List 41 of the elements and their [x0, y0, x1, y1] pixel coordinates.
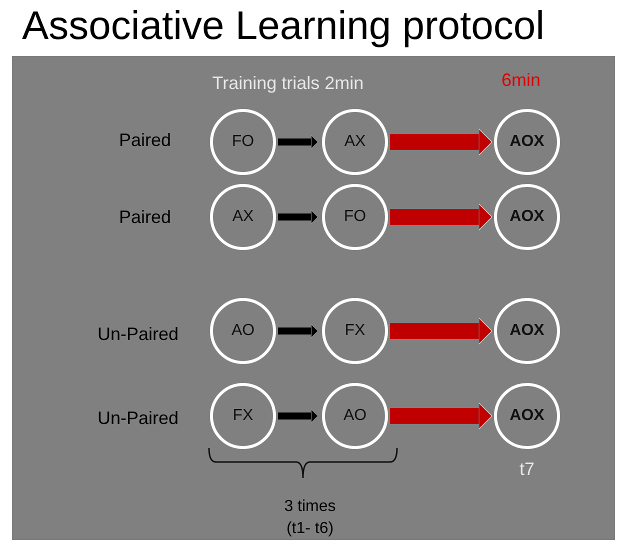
node-label: AOX: [510, 407, 544, 425]
row-label: Un-Paired: [96, 323, 180, 345]
node-label: AOX: [510, 322, 544, 340]
title: Associative Learning protocol: [22, 4, 545, 49]
arrow: [278, 135, 318, 149]
row-label: Paired: [118, 206, 172, 228]
circle-node: [322, 298, 388, 364]
circle-node: [210, 109, 276, 175]
circle-node: [210, 298, 276, 364]
row-label: Un-Paired: [96, 407, 180, 429]
arrow: [278, 409, 318, 423]
arrow: [390, 203, 492, 231]
annotation: t7: [518, 458, 536, 480]
circle-node: [494, 383, 560, 449]
node-label: AO: [343, 407, 367, 425]
column-heading: Training trials 2min: [211, 72, 365, 94]
circle-node: [494, 298, 560, 364]
arrow: [278, 210, 318, 224]
node-label: AOX: [510, 133, 544, 151]
node-label: FX: [344, 322, 366, 340]
node-label: AOX: [510, 208, 544, 226]
arrow: [390, 128, 492, 156]
node-label: FO: [344, 208, 366, 226]
circle-node: [322, 109, 388, 175]
circle-node: [494, 109, 560, 175]
node-label: FX: [232, 407, 254, 425]
circle-node: [322, 184, 388, 250]
node-label: FO: [232, 133, 254, 151]
annotation: 3 times (t1- t6): [283, 497, 337, 539]
arrow: [278, 324, 318, 338]
row-label: Paired: [118, 129, 172, 151]
column-heading: 6min: [500, 69, 542, 91]
circle-node: [494, 184, 560, 250]
circle-node: [210, 383, 276, 449]
node-label: AX: [344, 133, 366, 151]
node-label: AO: [231, 322, 255, 340]
arrow: [390, 317, 492, 345]
circle-node: [322, 383, 388, 449]
arrow: [390, 402, 492, 430]
node-label: AX: [232, 208, 254, 226]
circle-node: [210, 184, 276, 250]
